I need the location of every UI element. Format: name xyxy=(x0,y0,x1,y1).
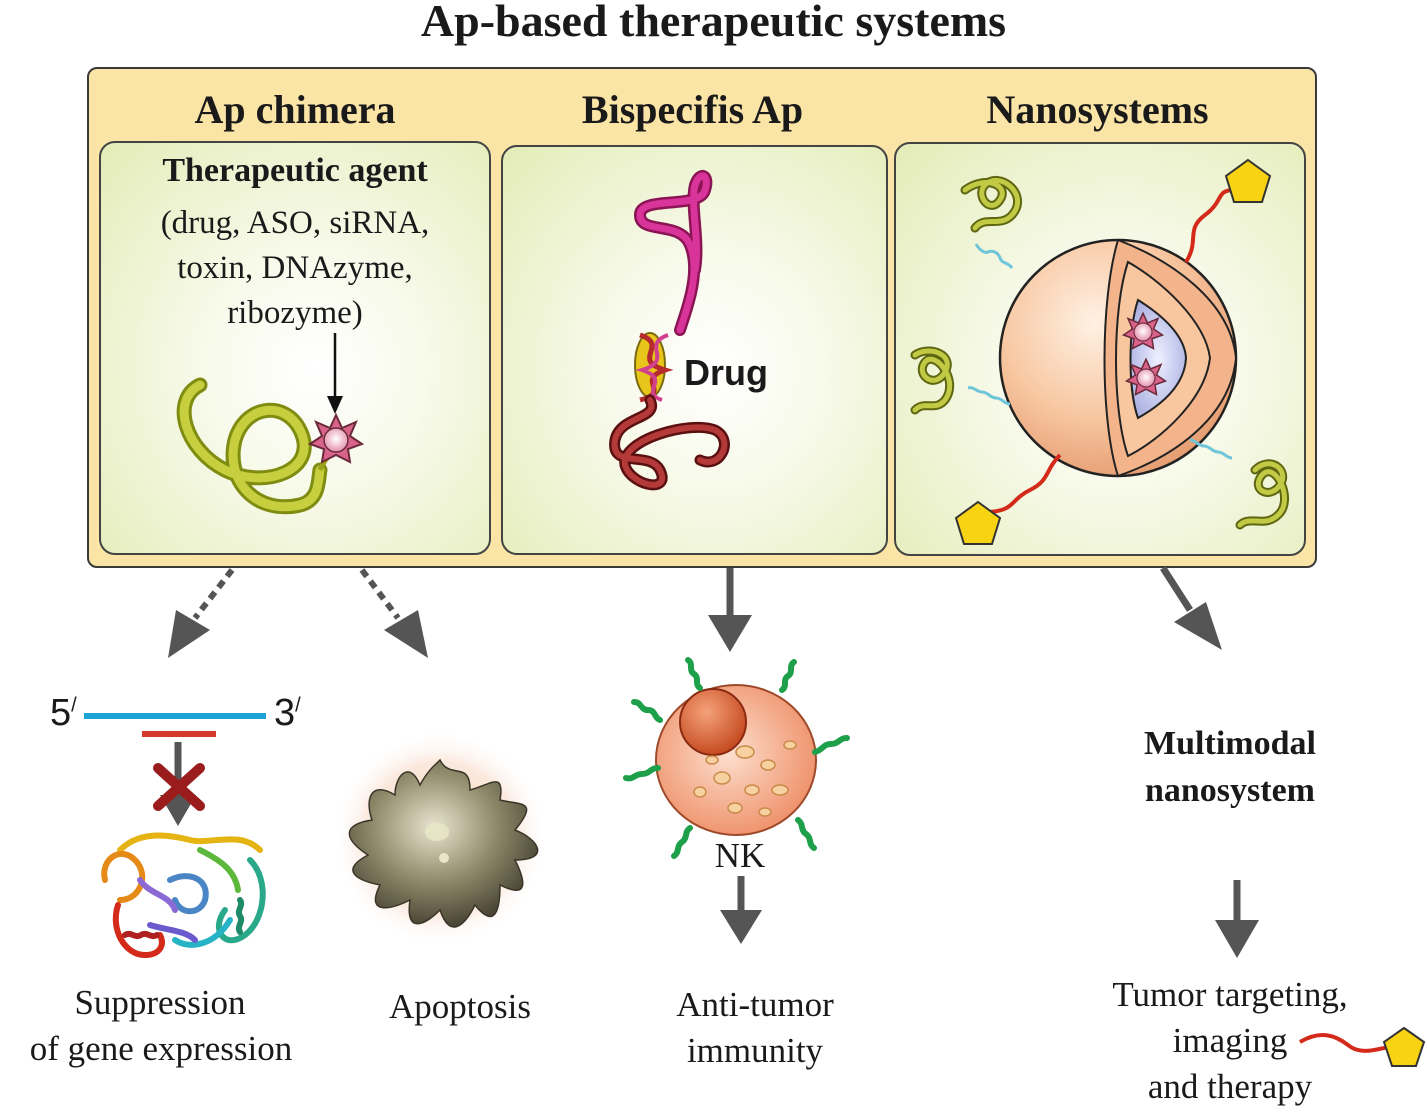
therapeutic-agent-desc-1: (drug, ASO, siRNA, xyxy=(160,205,430,241)
arrow-to-targeting xyxy=(1215,880,1259,958)
chimera-aptamer-ribbon xyxy=(176,377,335,515)
ligand-pentagon-small xyxy=(1382,1026,1426,1067)
nano-aptamer-ribbons xyxy=(910,175,1289,530)
drug-label: Drug xyxy=(684,352,768,393)
arrow-to-immunity xyxy=(720,876,762,944)
protein-structure-icon xyxy=(101,832,266,959)
ligand-pentagon-top xyxy=(1224,158,1272,203)
dotted-arrow-suppression xyxy=(168,568,235,658)
five-prime-mark: / xyxy=(71,694,77,717)
therapeutic-agent-star-icon xyxy=(307,412,365,464)
page-title: Ap-based therapeutic systems xyxy=(420,0,1007,46)
nk-aptamer-receptors xyxy=(623,657,850,859)
immunity-label-1: Anti-tumor xyxy=(676,985,834,1024)
therapeutic-agent-desc-2: toxin, DNAzyme, xyxy=(177,250,413,286)
nk-label: NK xyxy=(714,836,766,875)
apoptosis-label: Apoptosis xyxy=(389,987,531,1026)
ligand-pentagon-bottom xyxy=(954,500,1002,545)
targeting-label-1: Tumor targeting, xyxy=(1112,975,1348,1014)
three-label: 3 xyxy=(274,692,296,734)
nk-cell xyxy=(655,684,817,836)
suppression-label-2: of gene expression xyxy=(29,1029,293,1068)
therapeutic-agent-desc-3: ribozyme) xyxy=(227,295,363,331)
ligand-linker xyxy=(1298,1033,1393,1053)
three-prime-label: 3/ xyxy=(274,692,301,735)
therapeutic-agent-title: Therapeutic agent xyxy=(162,152,428,189)
nanoparticle xyxy=(998,238,1238,478)
multimodal-label-1: Multimodal xyxy=(1144,725,1316,762)
column-title-nano: Nanosystems xyxy=(986,87,1209,132)
arrow-to-multimodal xyxy=(1160,566,1222,650)
block-x-icon xyxy=(153,763,205,811)
multimodal-label-2: nanosystem xyxy=(1144,772,1316,809)
targeting-label-3: and therapy xyxy=(1147,1067,1313,1106)
five-label: 5 xyxy=(50,692,72,734)
bispecific-aptamer-ribbon xyxy=(609,170,730,491)
five-prime-label: 5/ xyxy=(50,692,77,735)
apoptotic-cell xyxy=(348,758,539,928)
nano-linkers xyxy=(967,188,1236,514)
targeting-label-2: imaging xyxy=(1172,1021,1288,1060)
column-title-chimera: Ap chimera xyxy=(194,87,396,132)
three-prime-mark: / xyxy=(295,694,301,717)
arrow-to-nk xyxy=(708,568,752,652)
immunity-label-2: immunity xyxy=(686,1031,824,1070)
dotted-arrow-apoptosis xyxy=(359,568,428,658)
suppression-label-1: Suppression xyxy=(74,983,246,1022)
column-title-bispecific: Bispecifis Ap xyxy=(581,87,804,132)
